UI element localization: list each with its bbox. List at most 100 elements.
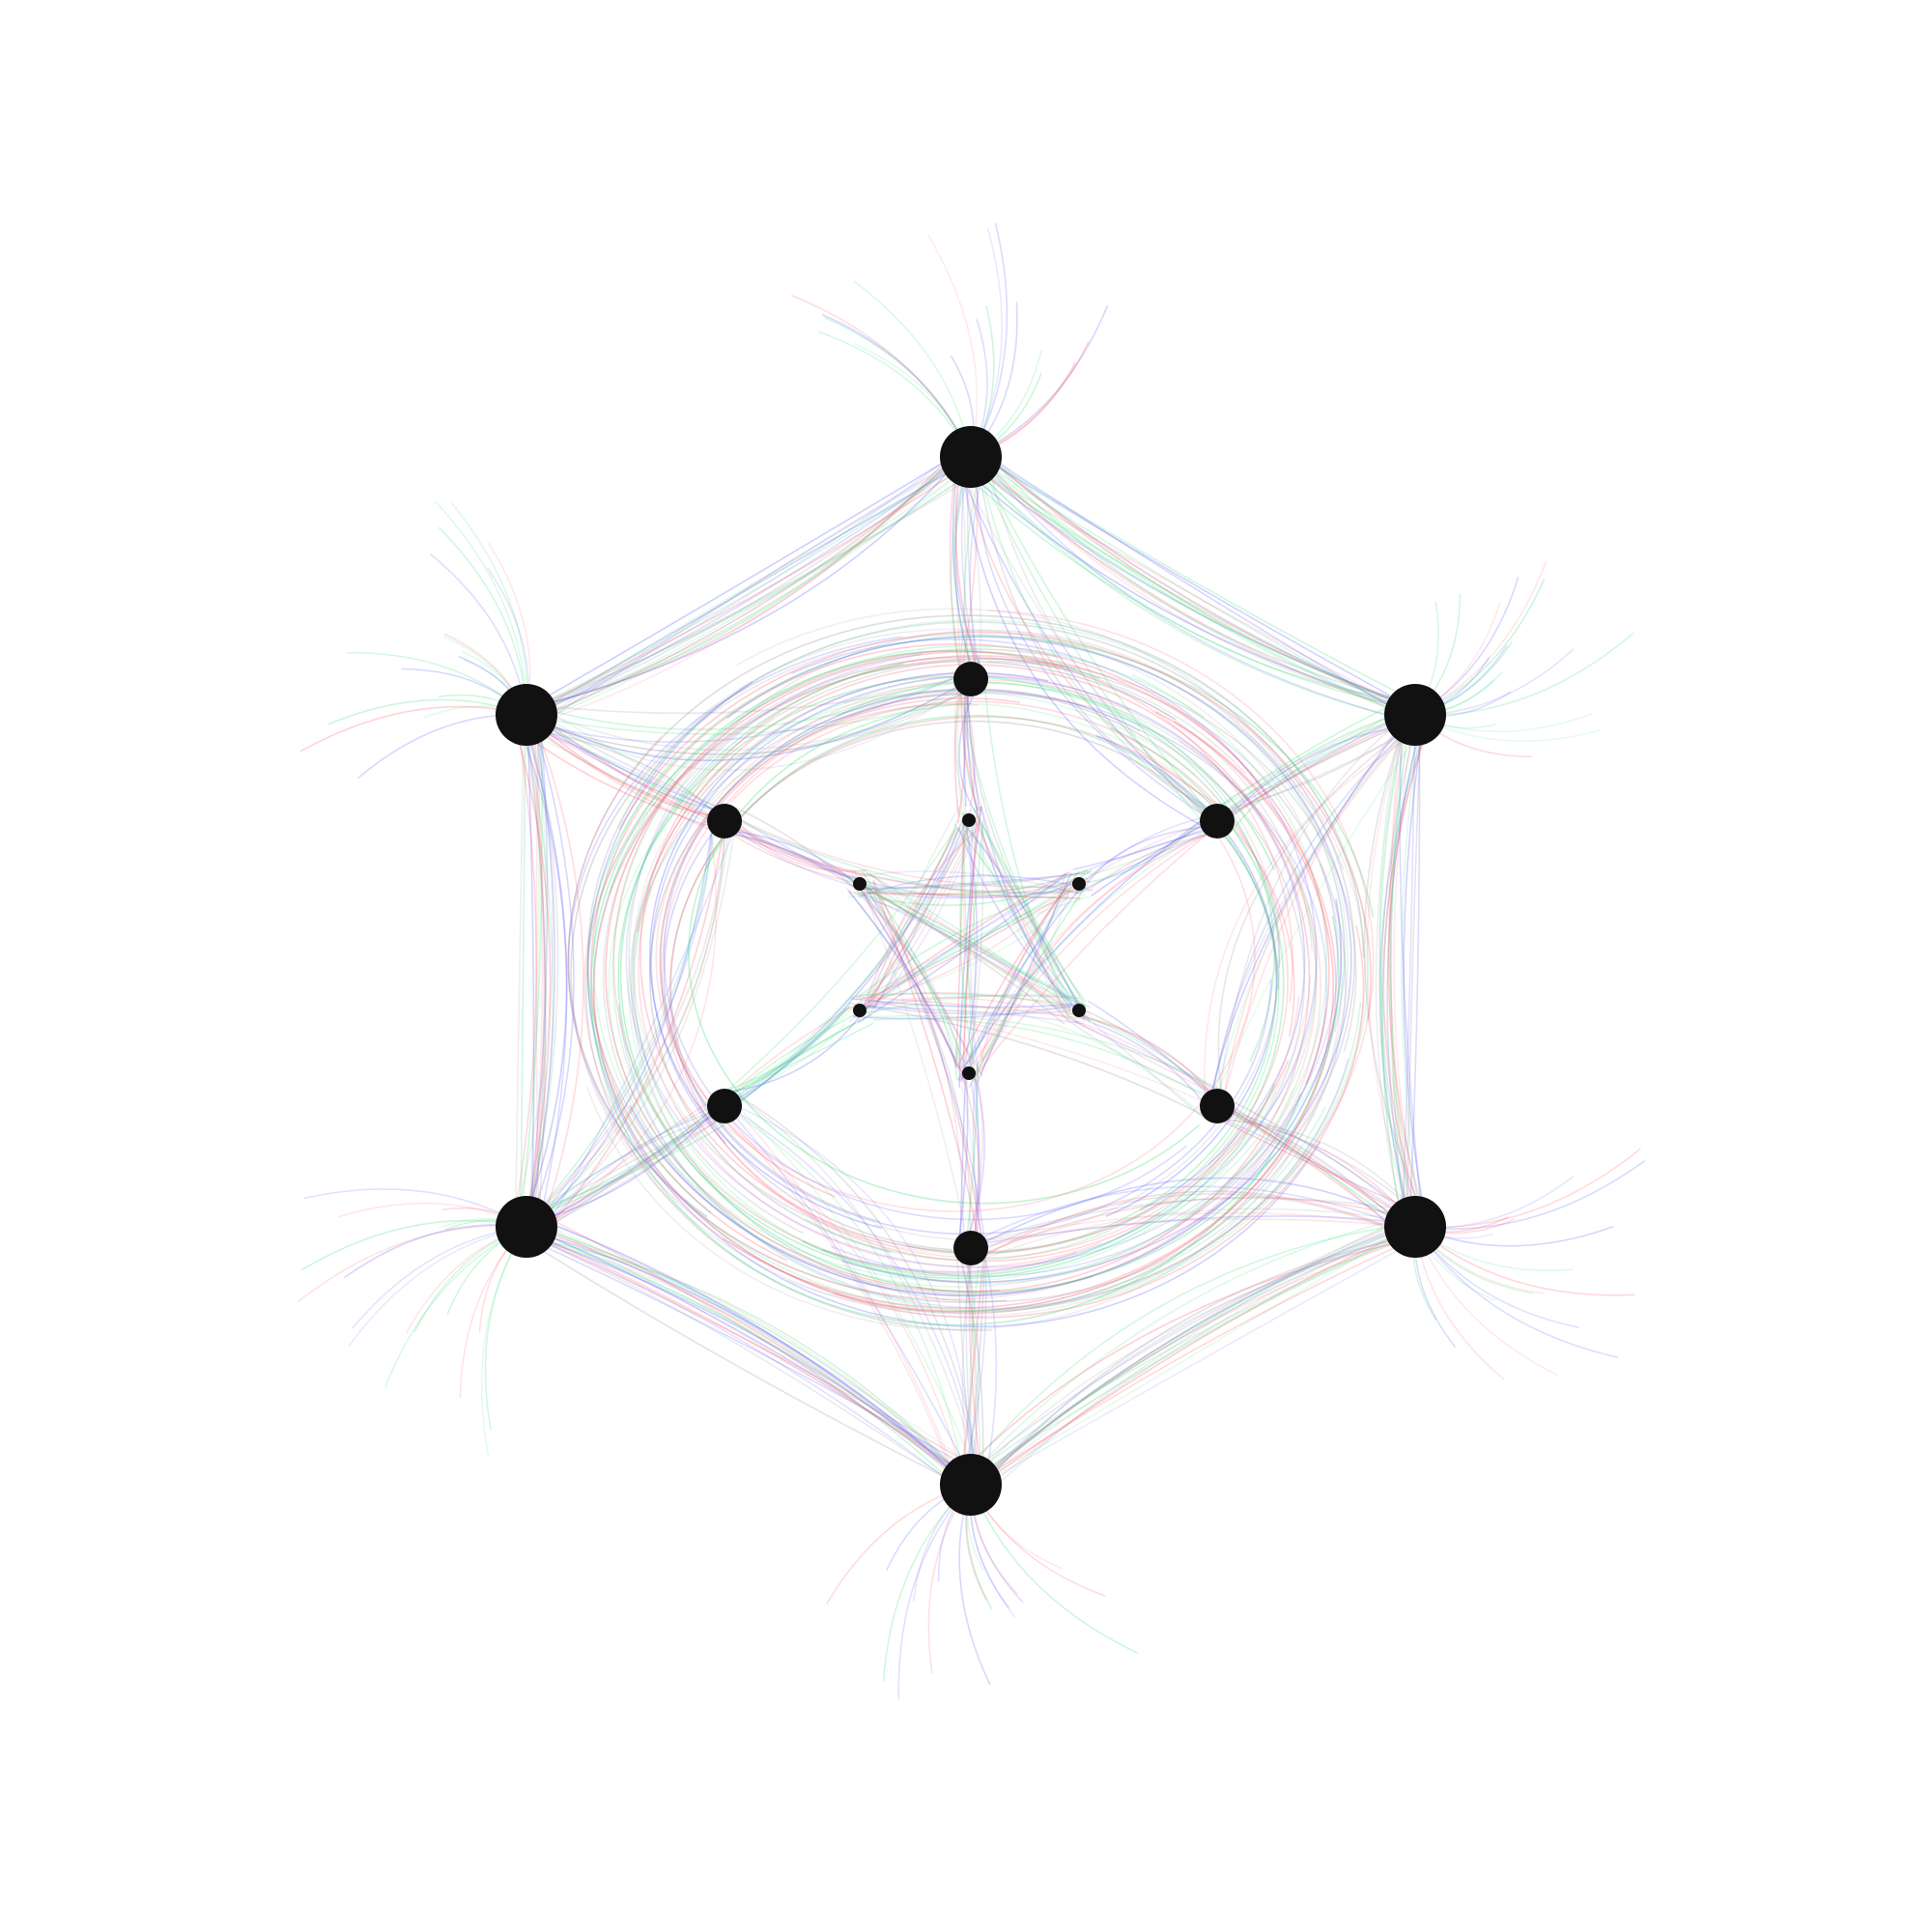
- edge-outer-ring: [963, 1223, 1414, 1479]
- edge-outer-middle-skew: [981, 1190, 1418, 1259]
- edge-outer-middle: [532, 724, 734, 830]
- edge-outer-ring: [958, 1222, 1412, 1482]
- edge-outer-middle-skew: [533, 832, 729, 1222]
- edge-outer-middle-skew: [532, 674, 960, 743]
- edge-middle-inner-cross: [716, 807, 1069, 889]
- edge-middle-inner: [729, 832, 855, 888]
- edge-circular-bundle: [649, 671, 1049, 1230]
- edge-middle-inner-cross: [726, 824, 1088, 899]
- edge-circular-bundle: [790, 638, 1318, 1273]
- edge-circular-bundle: [736, 608, 1349, 1313]
- node-middle-2: [1200, 804, 1235, 838]
- edge-outer-ring: [1378, 704, 1431, 1225]
- node-inner-6: [853, 877, 867, 891]
- edge-outer-middle-skew: [733, 1094, 982, 1484]
- edge-outer-middle: [958, 1257, 974, 1481]
- edge-middle-inner: [732, 1000, 863, 1093]
- edge-middle-inner-cross: [855, 1004, 1208, 1120]
- edge-outer-middle: [539, 705, 735, 818]
- edge-circular-bundle: [617, 619, 1370, 1301]
- edge-inner-star: [867, 815, 976, 1004]
- edge-outer-ring: [979, 453, 1414, 702]
- edge-outer-ring: [973, 467, 1410, 701]
- edge-outer-middle-skew: [712, 1117, 964, 1479]
- edge-inner-star: [957, 870, 1080, 1066]
- edge-outer-middle: [1204, 724, 1412, 816]
- edge-tail: [790, 295, 972, 458]
- edge-outer-ring: [1387, 723, 1431, 1220]
- edge-middle-inner: [960, 678, 980, 811]
- edge-circular-bundle: [638, 672, 1131, 1268]
- edge-inner-cross: [958, 806, 982, 1088]
- edge-outer-ring: [959, 1225, 1410, 1495]
- edge-inner-cross: [854, 884, 1087, 1009]
- edge-outer-ring: [533, 441, 977, 705]
- edge-outer-middle-skew: [539, 684, 978, 755]
- edge-inner-cross: [857, 875, 1067, 1016]
- edge-outer-ring: [528, 449, 979, 729]
- edge-inner-star: [850, 998, 1080, 1009]
- edge-circular-bundle: [633, 886, 1294, 1284]
- edge-outer-middle: [531, 723, 732, 818]
- edge-outer-ring: [958, 469, 1404, 709]
- edge-inner-cross: [962, 826, 984, 1062]
- edge-circular-bundle: [586, 635, 1375, 1214]
- edge-outer-ring: [1381, 707, 1428, 1225]
- edge-outer-ring: [1380, 700, 1424, 1221]
- edge-outer-middle-skew: [1208, 708, 1427, 1114]
- edge-outer-ring: [1403, 717, 1431, 1236]
- edge-outer-middle-skew: [958, 1197, 1426, 1250]
- edge-outer-ring: [523, 1221, 967, 1481]
- edge-outer-ring: [519, 704, 554, 1229]
- edge-outer-middle-skew: [957, 1215, 1402, 1249]
- edge-inner-star: [970, 830, 1070, 1023]
- edge-middle-inner-cross: [725, 826, 961, 1112]
- edge-inner-cross: [863, 896, 1068, 1020]
- edge-outer-ring: [515, 460, 973, 718]
- node-middle-3: [1200, 1089, 1235, 1123]
- edge-outer-ring: [976, 462, 1411, 708]
- edge-outer-ring: [980, 446, 1406, 711]
- edge-inner-cross: [868, 872, 1076, 1003]
- edge-inner-star: [872, 828, 978, 1008]
- edge-middle-inner: [963, 688, 967, 808]
- edge-middle-inner-cross: [732, 819, 959, 1108]
- edge-middle-inner-cross: [734, 833, 1084, 895]
- edge-outer-ring: [976, 1223, 1407, 1485]
- edge-circular-bundle: [627, 702, 1280, 1275]
- edge-outer-ring: [1378, 723, 1412, 1233]
- edge-outer-middle: [966, 1248, 978, 1486]
- edge-middle-inner: [1080, 1011, 1207, 1121]
- edge-outer-middle-skew: [737, 1115, 968, 1493]
- edge-outer-middle-skew: [733, 1105, 960, 1487]
- edge-outer-middle-skew: [537, 681, 967, 759]
- edge-tail: [300, 1219, 527, 1271]
- edge-circular-bundle: [586, 681, 1321, 1328]
- edge-outer-ring: [512, 722, 552, 1232]
- edge-circular-bundle: [590, 649, 1302, 1326]
- edge-inner-star: [861, 994, 1080, 1009]
- edge-middle-inner-cross: [727, 823, 1067, 899]
- edge-inner-star: [849, 993, 1074, 1018]
- edge-outer-middle: [1218, 1107, 1409, 1233]
- edge-outer-ring: [514, 454, 963, 713]
- edge-outer-ring: [1363, 704, 1428, 1222]
- edge-middle-inner-cross: [857, 875, 970, 1250]
- edge-middle-inner: [1073, 830, 1213, 895]
- edge-middle-inner: [725, 1022, 874, 1097]
- node-outer-6: [496, 684, 557, 746]
- edge-circular-bundle: [669, 720, 1279, 1251]
- edge-outer-ring: [964, 1220, 1403, 1495]
- edge-tail: [1414, 1148, 1642, 1229]
- edge-outer-ring: [528, 1238, 982, 1476]
- edge-outer-middle-skew: [971, 1218, 1425, 1251]
- edge-outer-ring: [972, 1235, 1414, 1498]
- edge-circular-bundle: [611, 804, 1362, 1312]
- edge-outer-ring: [523, 707, 547, 1232]
- edge-outer-ring: [970, 461, 1428, 722]
- edge-outer-ring: [529, 724, 544, 1218]
- edge-outer-middle: [953, 468, 980, 690]
- edge-inner-cross: [969, 813, 980, 1079]
- edge-outer-ring: [529, 713, 575, 1220]
- edge-middle-inner: [956, 1081, 969, 1250]
